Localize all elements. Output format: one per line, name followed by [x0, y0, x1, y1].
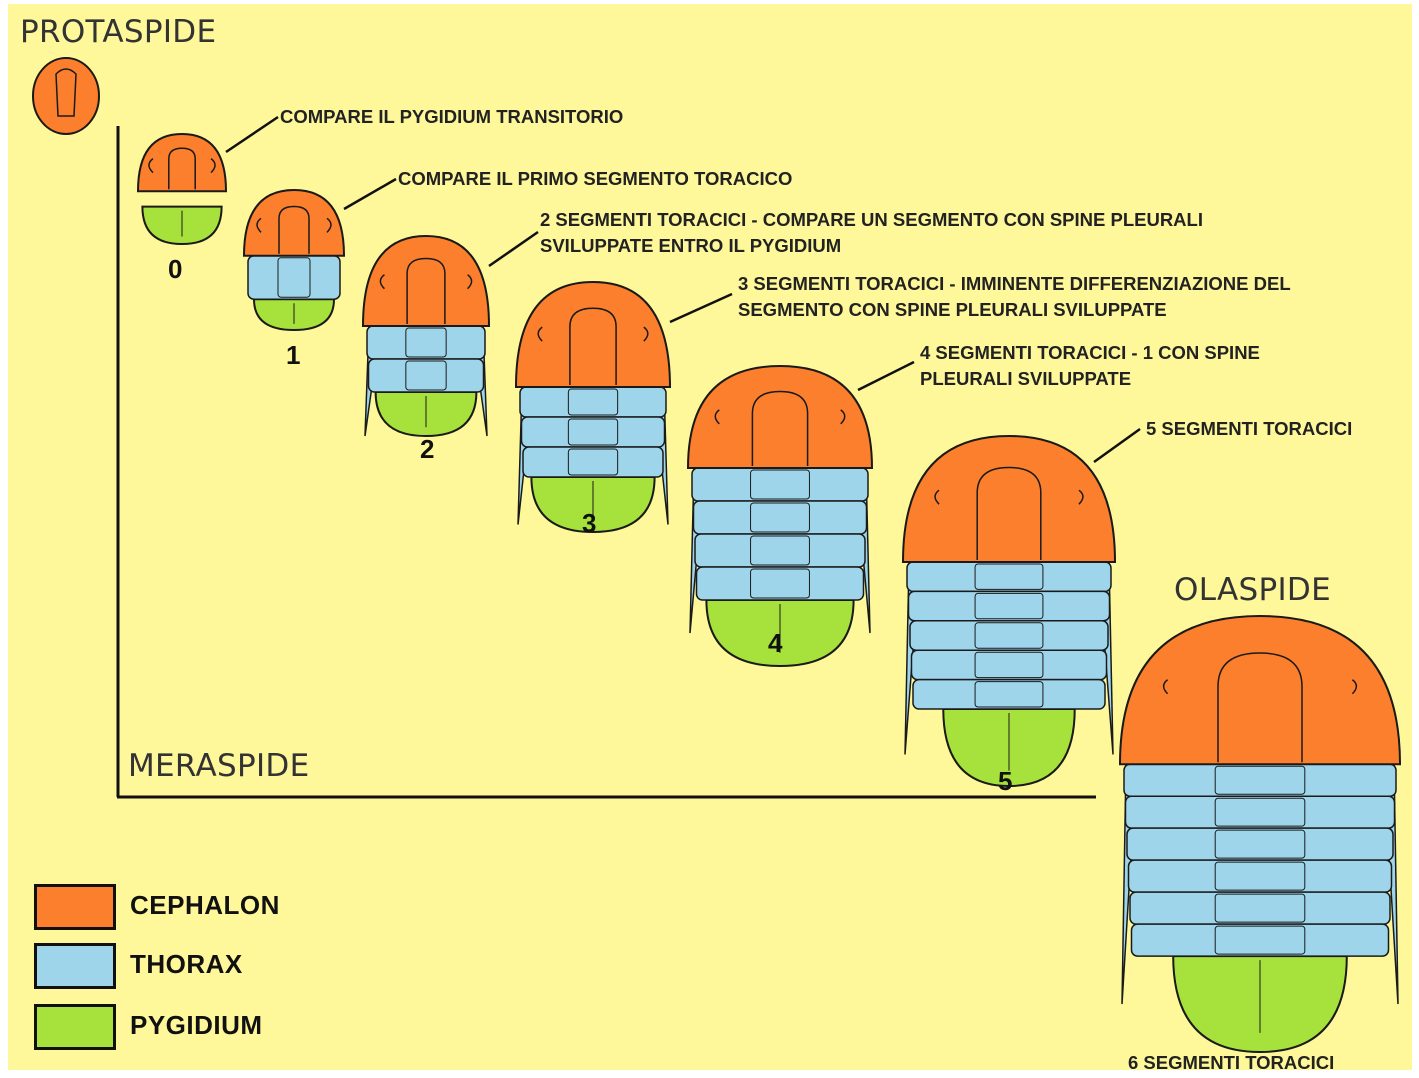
thorax-segment [1132, 924, 1389, 956]
trilobite-stage-6 [1120, 616, 1400, 1052]
cephalon [516, 282, 670, 387]
olaspide-title: OLASPIDE [1174, 572, 1331, 608]
trilobite-stage-3 [516, 282, 670, 532]
stage-number-4: 4 [768, 628, 782, 659]
annotation-line: COMPARE IL PYGIDIUM TRANSITORIO [280, 104, 623, 130]
legend-label: PYGIDIUM [130, 1010, 263, 1041]
annotation-line: PLEURALI SVILUPPATE [920, 366, 1260, 392]
trilobite-stage-0 [138, 134, 226, 244]
thorax-segment [697, 567, 864, 600]
thorax-segment [523, 447, 663, 477]
cephalon [1120, 616, 1400, 764]
thorax-segment [1124, 764, 1396, 796]
thorax-segment [913, 680, 1105, 709]
cephalon [363, 236, 489, 326]
cephalon-swatch [34, 884, 116, 930]
annotation-stage-5: 5 SEGMENTI TORACICI [1146, 416, 1352, 442]
cephalon [138, 134, 226, 191]
thorax-segment [520, 387, 666, 417]
annotation-line: COMPARE IL PRIMO SEGMENTO TORACICO [398, 166, 792, 192]
trilobite-stage-2 [363, 236, 489, 436]
legend-label: THORAX [130, 949, 243, 980]
thorax-segment [367, 326, 485, 359]
thorax-segment [692, 468, 868, 501]
thorax-segment [522, 417, 665, 447]
thorax-segment [910, 621, 1108, 650]
annotation-leader-line [489, 232, 538, 266]
thorax-segment [912, 650, 1107, 679]
stage-number-1: 1 [286, 340, 300, 371]
annotation-line: 4 SEGMENTI TORACICI - 1 CON SPINE [920, 340, 1260, 366]
stage-number-2: 2 [420, 434, 434, 465]
annotation-stage-3: 3 SEGMENTI TORACICI - IMMINENTE DIFFEREN… [738, 271, 1291, 323]
stage-number-5: 5 [998, 766, 1012, 797]
annotation-leader-line [344, 179, 396, 209]
thorax-segment [907, 562, 1111, 591]
annotation-line: 3 SEGMENTI TORACICI - IMMINENTE DIFFEREN… [738, 271, 1291, 297]
trilobite-stage-1 [244, 190, 344, 330]
annotation-line: 5 SEGMENTI TORACICI [1146, 416, 1352, 442]
holaspid-caption: 6 SEGMENTI TORACICI [1128, 1050, 1334, 1070]
protaspid-drawing [33, 58, 99, 134]
protaspide-title: PROTASPIDE [20, 14, 216, 50]
trilobite-ontogeny-diagram: PROTASPIDE MERASPIDE OLASPIDE COMPARE IL… [8, 4, 1412, 1070]
meraspide-title: MERASPIDE [128, 748, 310, 784]
thorax-segment [1130, 892, 1390, 924]
annotation-leader-line [1094, 429, 1140, 462]
annotation-line: SVILUPPATE ENTRO IL PYGIDIUM [540, 233, 1203, 259]
annotation-stage-4: 4 SEGMENTI TORACICI - 1 CON SPINE PLEURA… [920, 340, 1260, 392]
thorax-segment [369, 359, 484, 392]
pygidium-swatch [34, 1004, 116, 1050]
thorax-segment [694, 501, 867, 534]
thorax-segment [1127, 828, 1393, 860]
trilobite-stage-4 [688, 366, 872, 666]
annotation-leader-line [670, 294, 732, 322]
thorax-segment [909, 591, 1110, 620]
legend-label: CEPHALON [130, 890, 280, 921]
annotation-leader-line [858, 362, 914, 390]
thorax-segment [1129, 860, 1392, 892]
thorax-segment [1126, 796, 1395, 828]
annotation-leader-line [226, 117, 278, 152]
annotation-line: 2 SEGMENTI TORACICI - COMPARE UN SEGMENT… [540, 207, 1203, 233]
thorax-segment [695, 534, 865, 567]
thorax-swatch [34, 943, 116, 989]
cephalon [244, 190, 344, 256]
annotation-stage-1: COMPARE IL PRIMO SEGMENTO TORACICO [398, 166, 792, 192]
stage-number-0: 0 [168, 254, 182, 285]
annotation-stage-0: COMPARE IL PYGIDIUM TRANSITORIO [280, 104, 623, 130]
annotation-line: SEGMENTO CON SPINE PLEURALI SVILUPPATE [738, 297, 1291, 323]
stage-number-3: 3 [582, 508, 596, 539]
trilobite-stage-5 [903, 436, 1115, 786]
thorax-segment [248, 256, 340, 299]
annotation-stage-2: 2 SEGMENTI TORACICI - COMPARE UN SEGMENT… [540, 207, 1203, 259]
